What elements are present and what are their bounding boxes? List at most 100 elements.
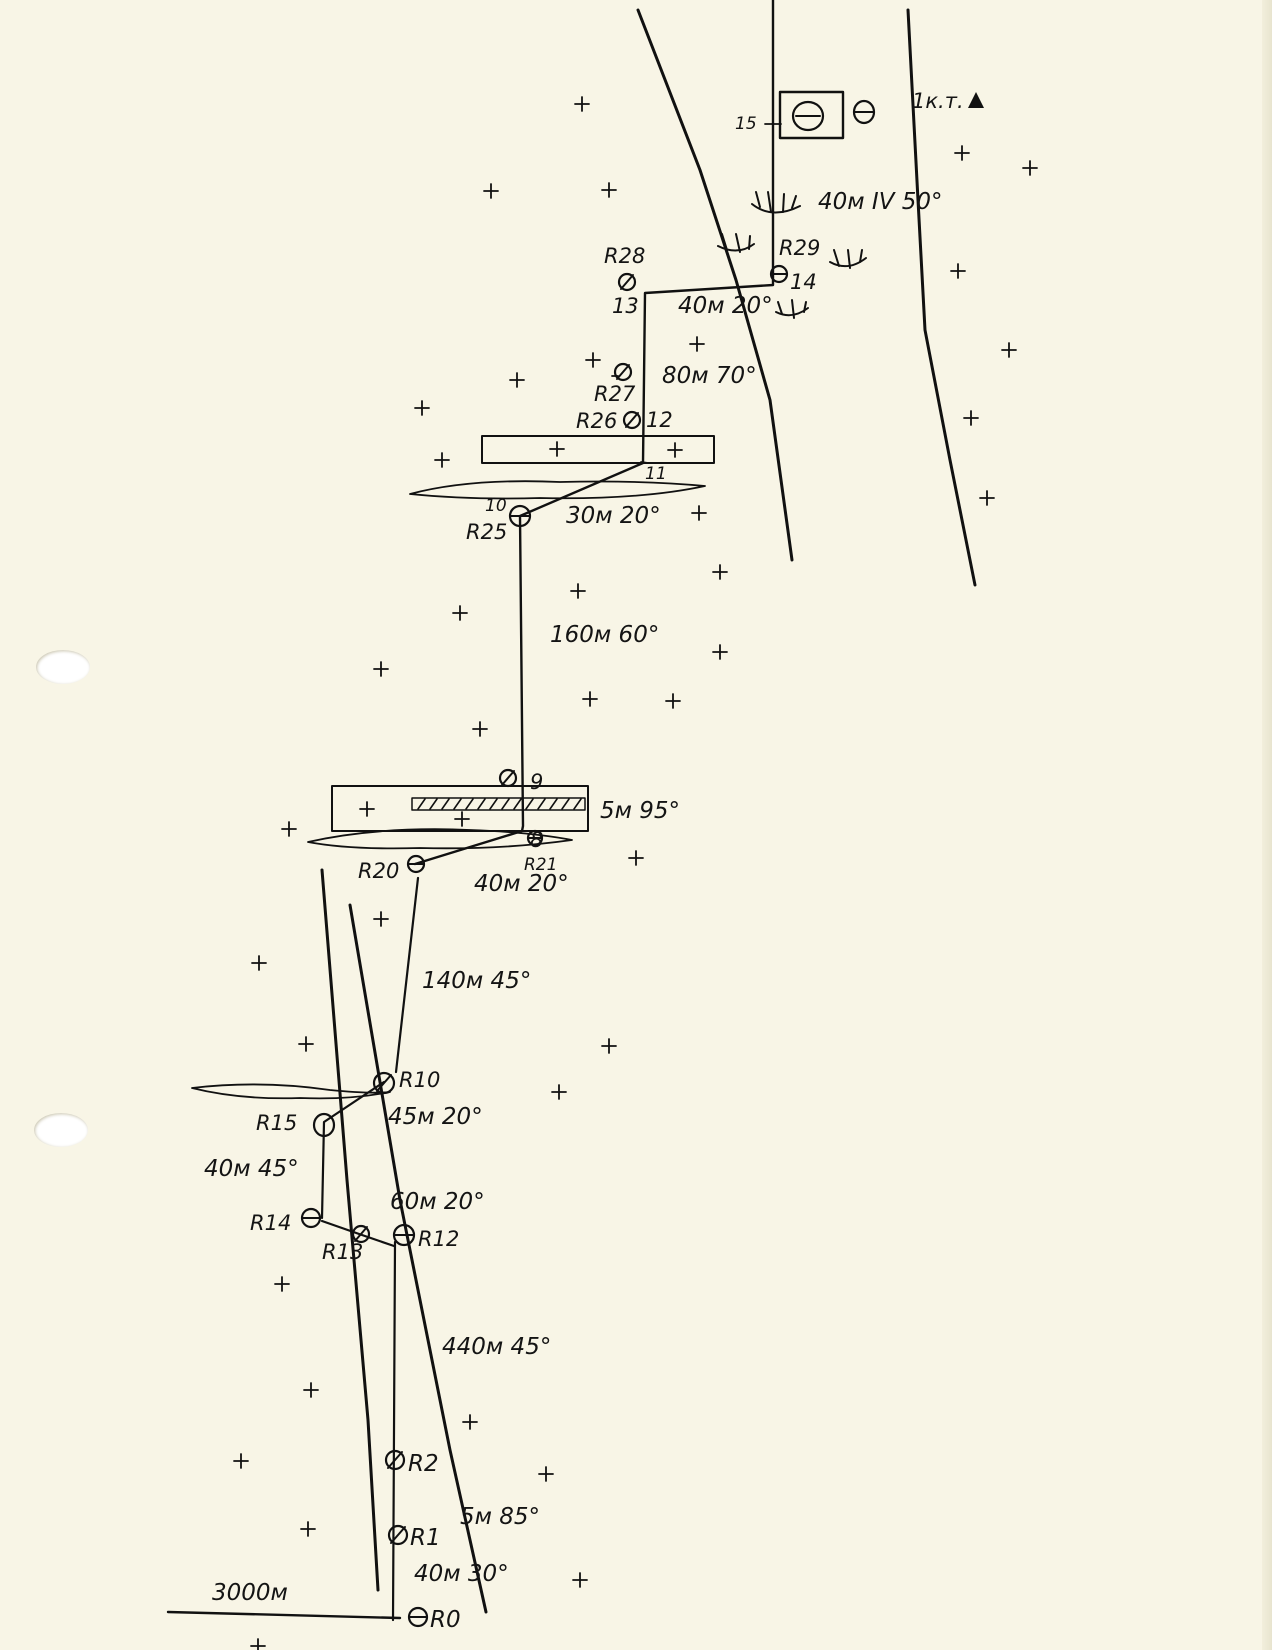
anchors [300,264,789,1628]
anchor-r15-label: R15 [256,1111,297,1135]
anchor-r10-label: R10 [399,1068,440,1092]
snow-icon [829,249,867,269]
pitch-r12-r15-label: 60м 20° [390,1189,485,1215]
paper-edge [1262,0,1272,1650]
summit-marker [778,90,984,140]
anchor-r28-label: R28 [604,244,645,268]
anchor-labels: R29 R28 R27 R26 R25 R21 R20 R10 R15 R14 … [250,236,820,1633]
anchor-r27-icon [613,362,633,382]
rock-cross-mark [538,1466,554,1482]
anchor-r12-label: R12 [418,1227,459,1251]
rock-cross-mark [667,442,683,458]
anchor-r21-label: R21 [524,855,557,875]
anchor-r2-label: R2 [408,1451,439,1477]
snow-icon [751,191,801,214]
pitch-labels: 40м IV 50° 40м 20° 80м 70° 30м 20° 160м … [204,189,943,1587]
rock-cross-mark [359,801,375,817]
summit-box-anchor-icon [791,100,825,132]
anchor-9-icon [498,768,518,788]
rock-cross-mark [585,352,601,368]
anchor-r29-icon [769,264,789,284]
anchor-r1-icon [387,1524,409,1546]
anchor-r29-label: R29 [779,236,820,260]
base-line [166,1610,402,1620]
anchor-r20-icon [406,854,426,874]
pitch-14-15-label: 40м IV 50° [818,189,943,215]
anchor-r21-icon [526,829,544,847]
hatched-overhang [411,797,586,811]
gully-line-upper-right [906,8,977,587]
pitch-r15-r10-label: 45м 20° [388,1104,483,1130]
anchor-r0-label: R0 [430,1607,461,1633]
summit-triangle-icon [968,92,984,108]
anchor-r2-icon [384,1449,406,1471]
punch-hole-upper [36,650,90,684]
rock-cross-mark [601,1038,617,1054]
pitch-r10-r20-label: 140м 45° [422,968,531,994]
anchor-r0-icon [407,1606,429,1628]
rock-cross-mark [712,564,728,580]
rock-cross-mark [509,372,525,388]
rock-cross-mark [373,661,389,677]
rock-cross-mark [628,850,644,866]
route-line-traverse-r15 [320,1080,386,1220]
rock-cross-mark [373,911,389,927]
rock-cross-mark [549,441,565,457]
gully-line-lower-inner [394,876,420,1074]
rock-cross-mark [251,955,267,971]
rock-cross-mark [570,583,586,599]
rock-cross-mark [298,1036,314,1052]
rock-cross-mark [472,721,488,737]
pitch-8-9-label: 5м 95° [600,798,680,824]
rock-cross-mark [434,452,450,468]
snow-band-r10 [191,1083,391,1100]
station-9-label: 9 [530,770,543,794]
pitch-13-14-label: 40м 20° [678,293,773,319]
pitch-r0-r1-label: 40м 30° [414,1561,509,1587]
route-line-lower [391,1240,397,1622]
ledges [191,435,715,1100]
pitch-12-13-label: 80м 70° [662,363,757,389]
rock-cross-mark [572,1572,588,1588]
anchor-r1-label: R1 [410,1525,441,1551]
anchor-r28-icon [617,272,637,292]
snow-icon [717,233,755,253]
rock-cross-mark [414,400,430,416]
anchor-r15-icon [312,1112,336,1138]
rock-cross-mark [462,1414,478,1430]
anchor-r25-label: R25 [466,520,507,544]
rock-cross-mark [689,336,705,352]
snow-band-lower [307,828,573,850]
gully-lines [320,8,977,1614]
anchor-r20-label: R20 [358,859,399,883]
gully-line-lower-right [348,903,488,1614]
anchor-r26-label: R26 [576,409,617,433]
anchor-r25-icon [508,504,532,528]
rock-cross-mark [281,821,297,837]
rock-cross-mark [582,691,598,707]
anchor-r27-label: R27 [594,382,636,406]
rock-cross-mark [250,1638,266,1650]
rock-cross-mark [274,1276,290,1292]
ledge-upper [481,435,715,464]
rock-cross-mark [691,505,707,521]
pitch-r20-8-label: 40м 20° [474,871,569,897]
ledge-lower [331,785,589,832]
rock-cross-mark [233,1453,249,1469]
punch-hole-lower [34,1113,88,1147]
anchor-r13-label: R13 [322,1240,363,1264]
pitch-9-10-label: 160м 60° [550,622,659,648]
anchor-r12-icon [392,1223,416,1247]
rock-cross-mark [954,145,970,161]
anchor-r14-label: R14 [250,1211,291,1235]
route-line-traverse-r13 [320,1219,396,1248]
anchor-r13-icon [351,1224,371,1244]
gully-line-upper-left [636,8,794,562]
summit-box [778,90,845,140]
rock-cross-mark [303,1382,319,1398]
station-11-label: 11 [645,464,667,484]
station-labels: 15 14 13 12 11 10 9 8 [485,114,817,852]
pitch-r14-r15-label: 40м 45° [204,1156,299,1182]
